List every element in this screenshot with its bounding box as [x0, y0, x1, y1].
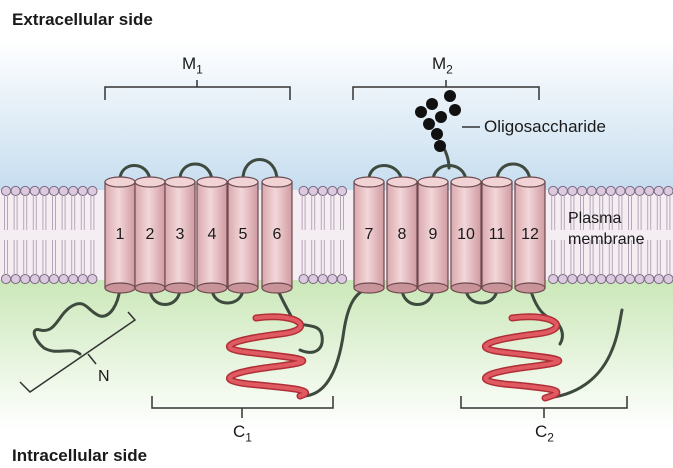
helix-8 — [386, 176, 418, 294]
m2-label: M2 — [432, 54, 453, 77]
intracellular-region — [0, 280, 673, 430]
helix-label-7: 7 — [364, 226, 374, 243]
helix-5 — [227, 176, 259, 294]
helix-6 — [261, 176, 293, 294]
helix-10 — [450, 176, 482, 294]
helix-label-2: 2 — [145, 226, 155, 243]
helix-label-3: 3 — [175, 226, 185, 243]
plasma-label: Plasma — [568, 210, 622, 227]
lipid-heads-top — [0, 185, 673, 197]
n-terminus-label: N — [98, 368, 110, 385]
helix-label-5: 5 — [238, 226, 248, 243]
loop-3-4 — [178, 162, 214, 184]
transmembrane-helices — [104, 176, 546, 294]
n-terminus-tail — [32, 286, 122, 356]
membrane-label: membrane — [568, 231, 645, 248]
c1-label: C1 — [233, 422, 252, 445]
lipid-tails — [4, 194, 671, 276]
m2-bracket — [352, 80, 540, 100]
helix-11 — [481, 176, 513, 294]
helix-12 — [514, 176, 546, 294]
c2-coil — [483, 314, 561, 400]
tail-6-to-c1 — [275, 286, 324, 354]
n-bracket-tick — [87, 353, 97, 365]
helix-label-12: 12 — [521, 226, 539, 243]
helix-label-10: 10 — [457, 226, 475, 243]
oligosaccharide-label: Oligosaccharide — [484, 117, 606, 136]
helix-label-1: 1 — [115, 226, 125, 243]
m1-label: M1 — [182, 54, 203, 77]
helix-7 — [353, 176, 385, 294]
c1-coil — [227, 314, 308, 398]
helix-9 — [417, 176, 449, 294]
c2-bracket — [460, 396, 628, 418]
helix-label-6: 6 — [272, 226, 282, 243]
linker-c1-to-7 — [298, 286, 371, 398]
helix-label-4: 4 — [207, 226, 217, 243]
extracellular-region — [0, 40, 673, 190]
helix-label-9: 9 — [428, 226, 438, 243]
loop-11-12 — [495, 162, 532, 184]
helix-1 — [104, 176, 136, 294]
c1-bracket — [151, 396, 334, 418]
lipid-heads-bottom — [0, 273, 673, 285]
helix-label-8: 8 — [397, 226, 407, 243]
c2-label: C2 — [535, 422, 554, 445]
oligosaccharide-icon — [415, 90, 461, 152]
n-bracket — [19, 311, 137, 393]
loop-5-6 — [241, 158, 279, 184]
helix-2 — [134, 176, 166, 294]
extracellular-label: Extracellular side — [12, 10, 153, 29]
helix-label-11: 11 — [488, 226, 506, 243]
m1-bracket — [104, 80, 291, 100]
helix-3 — [164, 176, 196, 294]
intracellular-label: Intracellular side — [12, 446, 148, 465]
helix-4 — [196, 176, 228, 294]
c-terminus-tail — [543, 308, 624, 400]
